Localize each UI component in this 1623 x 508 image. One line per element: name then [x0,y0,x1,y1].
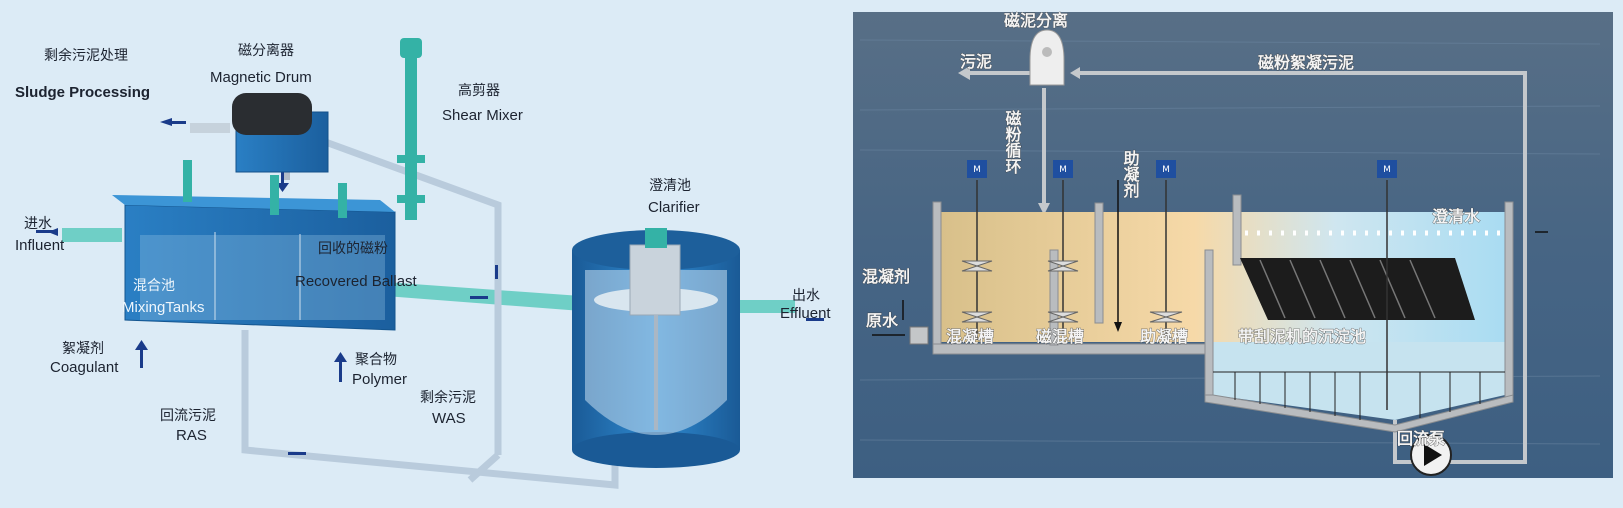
effluent-pipe [735,300,795,313]
settling-tank-label: 带刮泥机的沉淀池 [1238,327,1366,346]
sludge-processing-zh: 剩余污泥处理 [44,47,128,64]
return-pump-label: 回流泵 [1397,429,1445,448]
right-process-diagram: M M M M 磁泥分离 污泥 磁粉絮凝污泥 磁粉循环 助凝剂 混凝剂 [853,11,1613,478]
left-labels: 剩余污泥处理 Sludge Processing 磁分离器 Magnetic D… [15,42,831,444]
floc-tank-label: 助凝槽 [1140,327,1188,346]
mixing-tanks [112,160,396,331]
effluent-zh: 出水 [792,288,820,304]
magnetic-drum [232,93,329,173]
raw-water-inlet [909,326,929,345]
sludge-out-label: 污泥 [960,52,992,71]
coagulant-en: Coagulant [50,359,119,376]
tank-walls [932,194,1514,433]
coagulant-label: 混凝剂 [862,267,910,286]
mag-mix-tank-label: 磁混槽 [1036,327,1084,346]
shear-mixer [397,38,425,220]
sludge-out-pipe [190,123,230,133]
separator-label: 磁泥分离 [1004,11,1068,30]
coagulant-aid-label: 助凝剂 [1121,149,1140,199]
motor-label: M [973,165,981,175]
clarifier-en: Clarifier [648,199,700,216]
was-zh: 剩余污泥 [420,389,476,406]
recovered-ballast-en: Recovered Ballast [295,273,418,290]
lamella-plates [1240,258,1475,320]
was-pipe [318,136,502,455]
impellers [961,260,1183,323]
right-labels: 磁泥分离 污泥 磁粉絮凝污泥 磁粉循环 助凝剂 混凝剂 原水 混凝槽 磁混槽 助… [862,11,1482,449]
influent-en: Influent [15,237,65,254]
magnetic-drum-en: Magnetic Drum [210,69,312,86]
ras-en: RAS [176,427,207,444]
motor-icon [1377,160,1397,178]
return-sludge-label: 磁粉絮凝污泥 [1258,53,1354,72]
motors: M M M M [961,160,1397,410]
motor-label: M [1162,165,1170,175]
sludge-scraper-grid [1213,371,1505,420]
clarifier-tank [572,228,740,468]
magnetic-separator [1029,29,1065,86]
influent-zh: 进水 [24,216,52,232]
raw-water-label: 原水 [866,311,899,330]
ballast-recycle-label: 磁粉循环 [1003,109,1022,175]
effluent-en: Effluent [780,305,831,322]
mixing-tanks-zh: 混合池 [133,278,175,294]
motor-icon [1053,160,1073,178]
clarifier-zh: 澄清池 [649,178,691,194]
magnetic-drum-zh: 磁分离器 [238,42,294,59]
polymer-en: Polymer [352,371,407,388]
shear-mixer-en: Shear Mixer [442,107,523,124]
motor-label: M [1383,165,1391,175]
sludge-processing-en: Sludge Processing [15,84,150,101]
mixing-to-clarifier-pipe [385,282,595,312]
polymer-zh: 聚合物 [355,352,397,368]
return-pipe [965,71,1527,464]
ras-pipe [241,330,619,489]
flow-arrows [36,118,824,455]
left-process-diagram: 剩余污泥处理 Sludge Processing 磁分离器 Magnetic D… [15,38,831,489]
recovered-ballast-zh: 回收的磁粉 [318,241,388,257]
motor-icon [1156,160,1176,178]
motor-icon [967,160,987,178]
influent-pipe [62,228,122,242]
clear-water-label: 澄清水 [1432,207,1481,226]
coagulant-zh: 絮凝剂 [62,340,104,357]
was-en: WAS [432,410,466,427]
mixing-tanks-en: MixingTanks [122,299,205,316]
motor-label: M [1059,165,1067,175]
shear-mixer-zh: 高剪器 [458,82,500,99]
ras-zh: 回流污泥 [160,408,216,424]
coag-tank-label: 混凝槽 [946,327,994,346]
